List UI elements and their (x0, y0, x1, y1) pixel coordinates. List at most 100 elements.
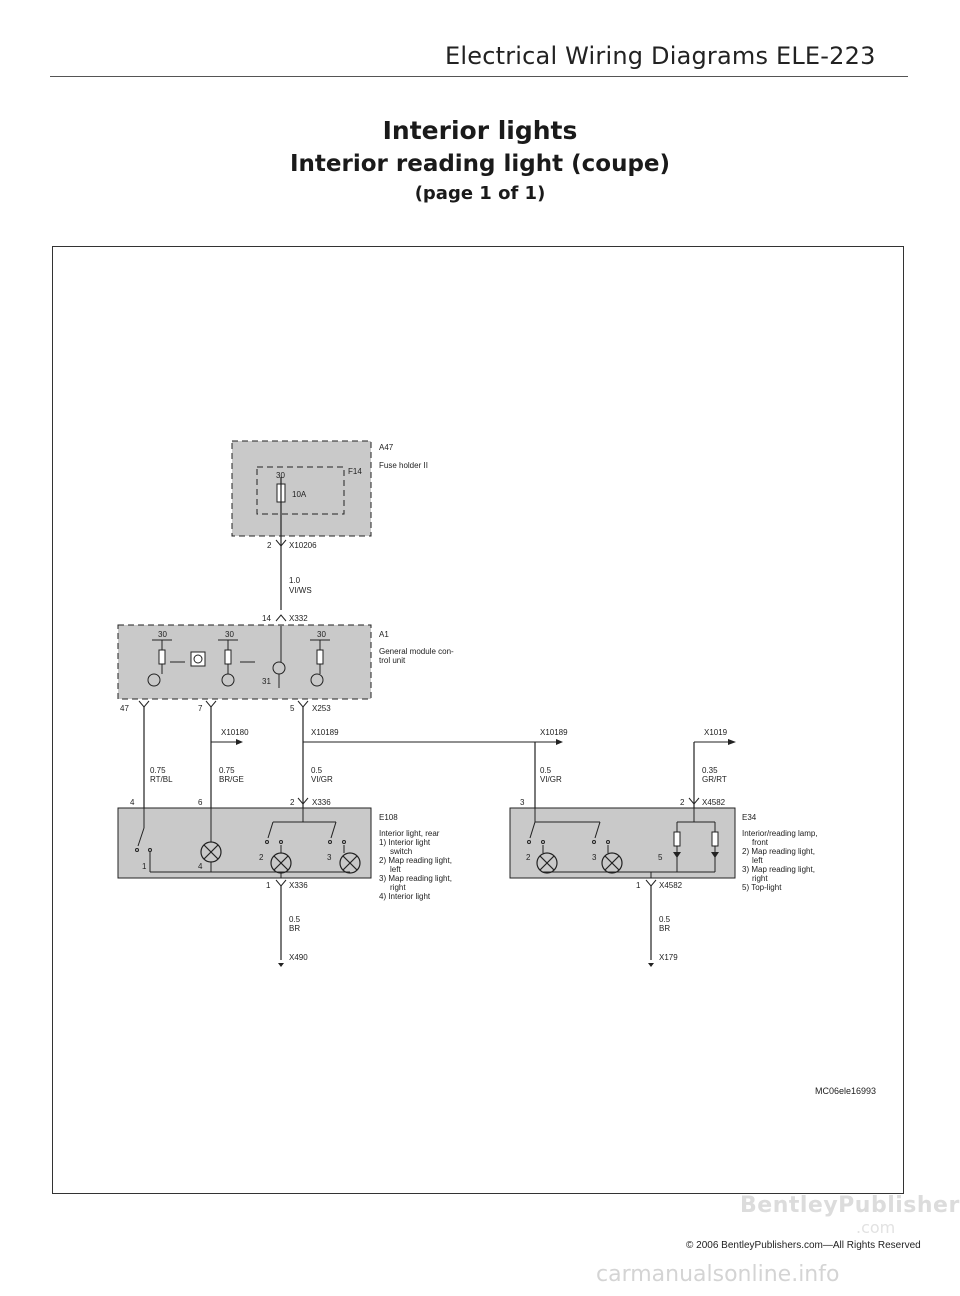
e34-desc-5: 3) Map reading light, (742, 865, 815, 874)
e34-label-2: 2 (526, 853, 531, 862)
ground-right-wire-size: 0.5 (659, 915, 671, 924)
a1-desc-line1: General module con- (379, 647, 454, 656)
fuse-id-label: F14 (348, 467, 362, 476)
e108-desc-1: Interior light, rear (379, 829, 440, 838)
x10206-pin: 2 (267, 541, 272, 550)
e108-id-label: E108 (379, 813, 398, 822)
page-subtitle: Interior reading light (coupe) (289, 151, 671, 177)
e108-desc-7: right (390, 883, 406, 892)
running-header: Electrical Wiring Diagrams ELE-223 (445, 42, 876, 70)
a1-desc-line2: trol unit (379, 656, 406, 665)
wire-grrt-color: GR/RT (702, 775, 727, 784)
e108-desc-8: 4) Interior light (379, 892, 431, 901)
e34-desc-2: front (752, 838, 769, 847)
ground-left-icon (278, 963, 284, 967)
a1-pin-47: 47 (120, 704, 129, 713)
brand-logo: BentleyPublishers (740, 1193, 960, 1218)
wire-rtbl-color: RT/BL (150, 775, 173, 784)
page-number-label: (page 1 of 1) (414, 183, 546, 204)
e34-pin-2: 2 (680, 798, 685, 807)
a1-pin-30-1: 30 (158, 630, 167, 639)
e108-pin-4: 4 (130, 798, 135, 807)
e108-desc-2: 1) Interior light (379, 838, 431, 847)
ground-right-icon (648, 963, 654, 967)
a47-id-label: A47 (379, 443, 394, 452)
a1-pin-30-3: 30 (317, 630, 326, 639)
a47-desc-label: Fuse holder II (379, 461, 428, 470)
x4582-bottom-pin: 1 (636, 881, 641, 890)
x4582-top-label: X4582 (702, 798, 726, 807)
e34-desc-6: right (752, 874, 768, 883)
a1-pin-5: 5 (290, 704, 295, 713)
transistor-1-icon (147, 673, 161, 687)
e108-pin-2: 2 (290, 798, 295, 807)
interior-reading-lamp-front-e34: 2 3 5 (509, 807, 736, 879)
x336-bottom-label: X336 (289, 881, 308, 890)
interior-light-rear-e108: 1 4 2 3 (117, 807, 372, 879)
e34-desc-3: 2) Map reading light, (742, 847, 815, 856)
fuse-rating-label: 10A (292, 490, 307, 499)
figure-code: MC06ele16993 (815, 1086, 876, 1096)
e34-pin-3: 3 (520, 798, 525, 807)
e34-desc-4: left (752, 856, 763, 865)
ground-left-wire-size: 0.5 (289, 915, 301, 924)
brand-logo-suffix: .com (856, 1218, 896, 1237)
x253-label: X253 (312, 704, 331, 713)
header-rule (50, 76, 908, 77)
e108-label-4: 4 (198, 862, 203, 871)
x4582-bottom-label: X4582 (659, 881, 683, 890)
x10189-arrow-icon (556, 739, 563, 745)
wire-vigr-right-size: 0.5 (540, 766, 552, 775)
watermark: carmanualsonline.info (596, 1262, 840, 1287)
e108-desc-4: 2) Map reading light, (379, 856, 452, 865)
e108-label-2: 2 (259, 853, 264, 862)
e34-label-5: 5 (658, 853, 663, 862)
e34-desc-1: Interior/reading lamp, (742, 829, 818, 838)
wire1-color: VI/WS (289, 586, 312, 595)
ground-left-wire-color: BR (289, 924, 300, 933)
ground-x179-label: X179 (659, 953, 678, 962)
wire-grrt-size: 0.35 (702, 766, 718, 775)
wire1-size: 1.0 (289, 576, 301, 585)
x332-label: X332 (289, 614, 308, 623)
x10206-label: X10206 (289, 541, 317, 550)
general-module-a1: 30 30 30 31 A1 General module con- trol … (117, 624, 454, 700)
e108-label-3: 3 (327, 853, 332, 862)
e108-desc-6: 3) Map reading light, (379, 874, 452, 883)
ground-x490-label: X490 (289, 953, 308, 962)
x332-pin: 14 (262, 614, 271, 623)
wire-rtbl-size: 0.75 (150, 766, 166, 775)
x1019-label: X1019 (704, 728, 728, 737)
wire-vigr-left-color: VI/GR (311, 775, 333, 784)
control-unit-icon (190, 651, 206, 667)
copyright-notice: © 2006 BentleyPublishers.com—All Rights … (686, 1240, 921, 1251)
connector-x10206-icon (275, 539, 287, 547)
a1-pin-30-2: 30 (225, 630, 234, 639)
wire-brge-color: BR/GE (219, 775, 244, 784)
a1-id-label: A1 (379, 630, 389, 639)
fuse-pin-label: 30 (276, 471, 285, 480)
x336-bottom-pin: 1 (266, 881, 271, 890)
x336-top-label: X336 (312, 798, 331, 807)
x1019-arrow-icon (728, 739, 736, 745)
e34-desc-7: 5) Top-light (742, 883, 782, 892)
page-title: Interior lights (382, 116, 578, 145)
e108-desc-3: switch (390, 847, 412, 856)
x10180-label: X10180 (221, 728, 249, 737)
a1-pin-7: 7 (198, 704, 203, 713)
x10180-arrow-icon (236, 739, 243, 745)
diagram-frame (52, 246, 904, 1194)
x10189-left-label: X10189 (311, 728, 339, 737)
e108-pin-6: 6 (198, 798, 203, 807)
a1-pin-31: 31 (262, 677, 271, 686)
transistor-4-icon (310, 673, 324, 687)
e34-label-3: 3 (592, 853, 597, 862)
e108-desc-5: left (390, 865, 401, 874)
e108-label-1: 1 (142, 862, 147, 871)
fuse-holder-a47: 30 F14 10A A47 Fuse holder II (231, 440, 428, 610)
e34-id-label: E34 (742, 813, 757, 822)
wire-brge-size: 0.75 (219, 766, 235, 775)
x10189-right-label: X10189 (540, 728, 568, 737)
ground-right-wire-color: BR (659, 924, 670, 933)
